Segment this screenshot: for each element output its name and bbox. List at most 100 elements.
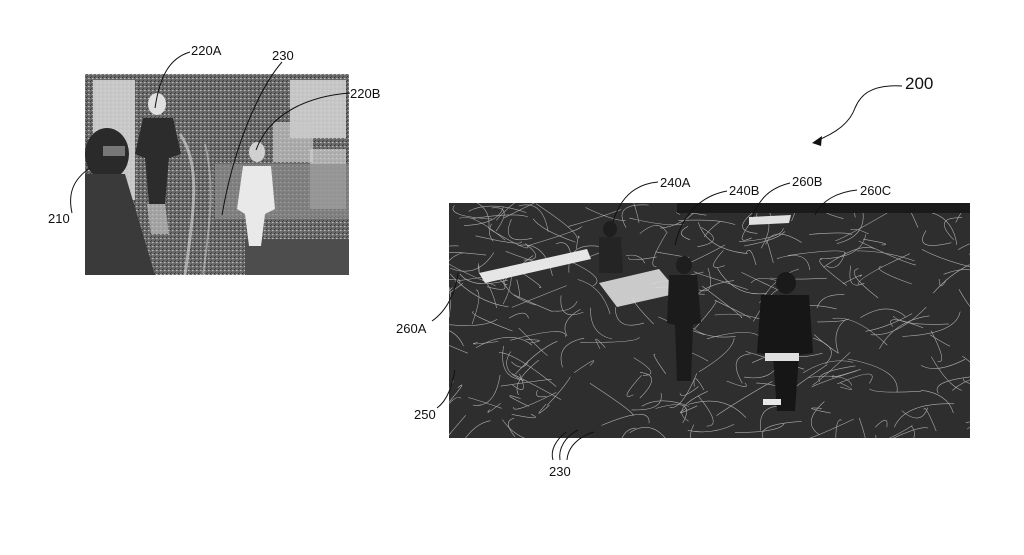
mesh-line	[761, 421, 802, 438]
mesh-line	[449, 345, 468, 354]
mesh-line	[510, 331, 566, 341]
label-260b: 260B	[792, 174, 823, 189]
mesh-line	[652, 231, 668, 268]
mesh-line	[813, 337, 832, 365]
mesh-line	[449, 251, 487, 256]
mesh-line	[742, 211, 758, 234]
label-230-left: 230	[272, 48, 294, 63]
label-220b: 220B	[350, 86, 381, 101]
mesh-line	[473, 374, 501, 406]
mesh-line	[498, 352, 557, 387]
mesh-line	[921, 249, 970, 268]
mesh-line	[472, 311, 513, 332]
mesh-line	[823, 247, 875, 268]
mesh-line	[535, 203, 578, 239]
mesh-line	[449, 252, 463, 262]
mesh-line	[633, 357, 652, 376]
mesh-line	[590, 307, 612, 340]
mesh-line	[517, 244, 553, 276]
mesh-reconstruction-illustration	[449, 203, 970, 438]
mesh-line	[449, 415, 466, 436]
mesh-line	[869, 388, 922, 393]
person-near-table	[667, 256, 701, 381]
mesh-line	[701, 285, 743, 318]
plane-260a	[479, 249, 591, 283]
mesh-line	[717, 268, 767, 295]
label-230-bottom: 230	[549, 464, 571, 479]
mesh-line	[500, 379, 552, 387]
mesh-line	[766, 239, 774, 263]
mesh-line	[894, 403, 955, 428]
mesh-line	[449, 319, 498, 326]
mesh-line	[892, 427, 929, 438]
mesh-line	[546, 376, 571, 406]
mesh-line	[626, 375, 642, 397]
mesh-line	[943, 269, 970, 275]
mesh-line	[506, 351, 525, 382]
mesh-line	[552, 301, 578, 312]
mesh-line	[595, 338, 606, 349]
mesh-line	[698, 337, 735, 373]
mesh-line	[508, 418, 516, 437]
mesh-line	[931, 356, 963, 391]
mesh-line	[745, 249, 757, 265]
mesh-line	[687, 424, 735, 433]
mesh-line	[936, 376, 970, 394]
mesh-line	[614, 307, 645, 326]
headset-view-photo	[85, 74, 349, 275]
mesh-line	[631, 393, 662, 411]
mesh-line	[808, 375, 853, 386]
mesh-line	[491, 207, 505, 232]
mesh-line	[688, 400, 747, 418]
mesh-line	[858, 240, 916, 266]
label-260c: 260C	[860, 183, 892, 198]
mesh-line	[803, 360, 854, 374]
mesh-line	[842, 274, 863, 285]
mesh-line	[564, 308, 581, 337]
person-front-right	[757, 272, 813, 411]
mesh-line	[452, 205, 493, 220]
arrowhead-200	[812, 136, 822, 146]
mesh-line	[697, 395, 714, 427]
mesh-line	[459, 216, 506, 241]
mesh-line	[870, 306, 927, 336]
mesh-line	[512, 373, 524, 390]
mesh-line	[693, 378, 705, 391]
mesh-line	[691, 244, 726, 263]
label-210: 210	[48, 211, 70, 226]
mesh-line	[922, 230, 952, 246]
plane-260b	[749, 215, 791, 225]
mesh-line	[836, 373, 873, 385]
mesh-line	[879, 315, 930, 349]
mesh-line	[508, 312, 529, 319]
mesh-line	[860, 308, 906, 318]
mesh-line	[580, 336, 640, 343]
mesh-line	[538, 403, 550, 414]
mesh-line	[856, 250, 915, 262]
mesh-line	[576, 235, 580, 249]
mesh-line	[473, 341, 499, 345]
mesh-line	[910, 425, 915, 438]
mesh-line	[560, 337, 585, 368]
mesh-line	[489, 229, 529, 249]
mesh-line	[628, 256, 657, 261]
mesh-line	[938, 279, 947, 287]
mesh-line	[835, 319, 846, 354]
mesh-line	[515, 340, 558, 375]
mesh-line	[835, 419, 842, 438]
mesh-line	[471, 289, 480, 325]
mesh-line	[929, 334, 951, 347]
mesh-line	[601, 414, 650, 426]
mesh-line	[641, 400, 690, 407]
mesh-line	[653, 354, 667, 375]
mesh-line	[858, 417, 866, 438]
mesh-line	[865, 313, 913, 332]
mesh-line	[776, 255, 811, 271]
mesh-line	[495, 203, 515, 221]
mesh-line	[847, 358, 898, 393]
mesh-line	[862, 238, 886, 246]
mesh-line	[518, 204, 549, 232]
mesh-line	[892, 315, 949, 325]
mesh-line	[963, 378, 970, 384]
mesh-line	[629, 427, 666, 438]
